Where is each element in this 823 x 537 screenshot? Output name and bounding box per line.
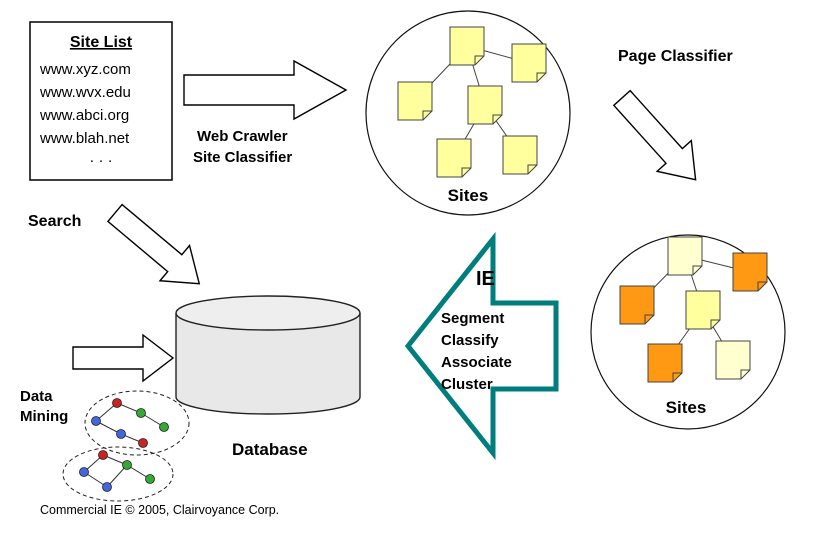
graph-node-blue	[91, 416, 101, 426]
sites-label: Sites	[448, 186, 489, 205]
document-note-icon	[715, 340, 751, 380]
site-list-item: www.abci.org	[39, 107, 129, 124]
document-note-icon	[667, 236, 703, 276]
document-note-icon	[619, 285, 655, 325]
mining-cluster-boundary	[84, 390, 190, 456]
document-note-icon	[467, 85, 503, 125]
note-fold-icon	[536, 72, 546, 82]
ie-label: IE	[476, 268, 495, 290]
sites-cluster-classified: Sites	[590, 234, 786, 430]
data-mining-arrow	[72, 333, 175, 383]
graph-node-green	[136, 408, 146, 418]
document-note-icon	[436, 138, 472, 178]
note-fold-icon	[527, 164, 537, 174]
document-note-icon	[732, 252, 768, 292]
graph-node-red	[138, 438, 148, 448]
database-cylinder	[175, 295, 361, 415]
mining-cluster-boundary	[62, 446, 174, 502]
graph-node-blue	[102, 482, 112, 492]
site-list-item: www.xyz.com	[39, 61, 131, 78]
data-mining-label-line1: Data	[20, 388, 53, 405]
ie-step: Cluster	[441, 376, 493, 393]
document-note-icon	[449, 26, 485, 66]
web-crawler-arrow	[183, 59, 348, 121]
page-classifier-label: Page Classifier	[618, 48, 733, 65]
note-fold-icon	[692, 265, 702, 275]
ie-arrow	[404, 231, 559, 461]
graph-node-blue	[79, 467, 89, 477]
note-fold-icon	[757, 281, 767, 291]
database-body	[175, 313, 361, 415]
graph-node-green	[159, 422, 169, 432]
site-list-box: Site List www.xyz.com www.wvx.edu www.ab…	[29, 21, 173, 181]
site-list-title: Site List	[70, 34, 133, 51]
graph-node-green	[145, 474, 155, 484]
sites-cluster-crawled: Sites	[365, 10, 571, 216]
note-fold-icon	[474, 55, 484, 65]
note-fold-icon	[422, 110, 432, 120]
sites-label: Sites	[666, 398, 707, 417]
ie-step: Associate	[441, 354, 512, 371]
web-crawler-label: Web Crawler	[197, 128, 288, 145]
sites-tree	[619, 236, 768, 383]
document-note-icon	[397, 81, 433, 121]
document-note-icon	[685, 290, 721, 330]
note-fold-icon	[740, 369, 750, 379]
database-label: Database	[232, 440, 308, 459]
note-fold-icon	[492, 114, 502, 124]
ie-step: Segment	[441, 310, 504, 327]
mining-graph	[91, 398, 169, 448]
page-classifier-arrow	[612, 89, 697, 181]
note-fold-icon	[710, 319, 720, 329]
graph-edge	[106, 464, 128, 488]
data-mining-clusters	[62, 390, 190, 502]
note-fold-icon	[672, 372, 682, 382]
document-note-icon	[502, 135, 538, 175]
site-classifier-label: Site Classifier	[193, 149, 292, 166]
ie-arrow-group: IE Segment Classify Associate Cluster	[404, 231, 559, 461]
document-note-icon	[511, 43, 547, 83]
graph-node-red	[98, 450, 108, 460]
database-top	[175, 295, 361, 331]
site-list-item: www.wvx.edu	[39, 84, 131, 101]
graph-node-green	[122, 460, 132, 470]
search-arrow	[106, 203, 201, 285]
sites-tree	[397, 26, 547, 178]
footer-credit: Commercial IE © 2005, Clairvoyance Corp.	[40, 503, 279, 517]
graph-node-red	[112, 398, 122, 408]
graph-node-blue	[116, 429, 126, 439]
search-label: Search	[28, 213, 81, 230]
site-list-border	[29, 21, 173, 181]
note-fold-icon	[461, 167, 471, 177]
ie-step: Classify	[441, 332, 499, 349]
data-mining-label-line2: Mining	[20, 408, 68, 425]
mining-graph	[79, 450, 155, 492]
site-list-item: www.blah.net	[39, 130, 130, 147]
document-note-icon	[647, 343, 683, 383]
site-list-ellipsis: · · ·	[89, 152, 112, 169]
note-fold-icon	[644, 314, 654, 324]
